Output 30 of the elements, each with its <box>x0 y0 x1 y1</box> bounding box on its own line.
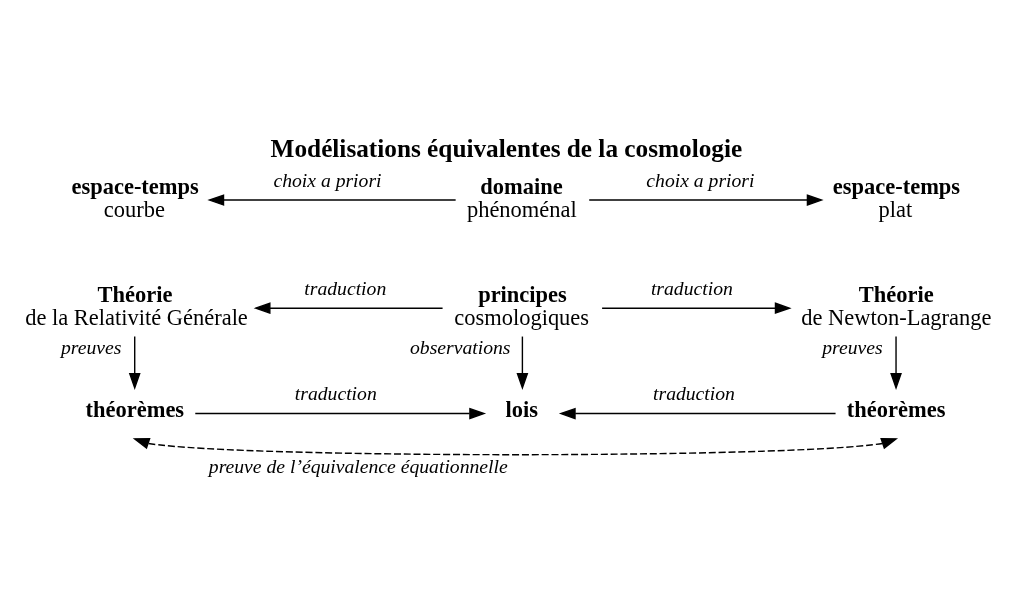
arrow <box>194 407 487 420</box>
edge-label: choix a priori <box>273 168 382 191</box>
node-text: espace-temps plat <box>832 174 961 222</box>
edge-label: choix a priori <box>646 168 755 191</box>
edge-label: preuves <box>822 335 883 358</box>
node-text: Théorie de Newton-Lagrange <box>801 282 992 330</box>
edge-label: traduction <box>653 382 735 405</box>
edge-label: traduction <box>294 382 377 405</box>
arrow <box>132 437 899 456</box>
arrow <box>558 407 837 420</box>
edge-label: traduction <box>650 277 733 300</box>
edge-label: preuve de l’équivalence équationnelle <box>208 454 508 477</box>
diagram-title: Modélisations équivalentes de la cosmologie <box>270 134 743 163</box>
node-text: théorèmes <box>85 397 185 423</box>
arrow <box>128 335 141 390</box>
arrow <box>516 335 529 390</box>
node-text: domaine phénoménal <box>466 174 577 222</box>
arrow <box>253 302 444 315</box>
node-text: Théorie de la Relativité Générale <box>25 282 248 330</box>
node-text: théorèmes <box>846 397 946 423</box>
arrow <box>890 335 902 390</box>
edge-label: observations <box>410 335 511 358</box>
arrow <box>601 302 792 315</box>
arrow <box>207 194 457 206</box>
node-text: espace-temps courbe <box>71 174 199 222</box>
node-text: principes cosmologiques <box>454 282 590 330</box>
edge-label: traduction <box>304 277 387 300</box>
arrow <box>588 194 824 206</box>
edge-label: preuves <box>60 335 122 358</box>
node-text: lois <box>505 397 539 423</box>
